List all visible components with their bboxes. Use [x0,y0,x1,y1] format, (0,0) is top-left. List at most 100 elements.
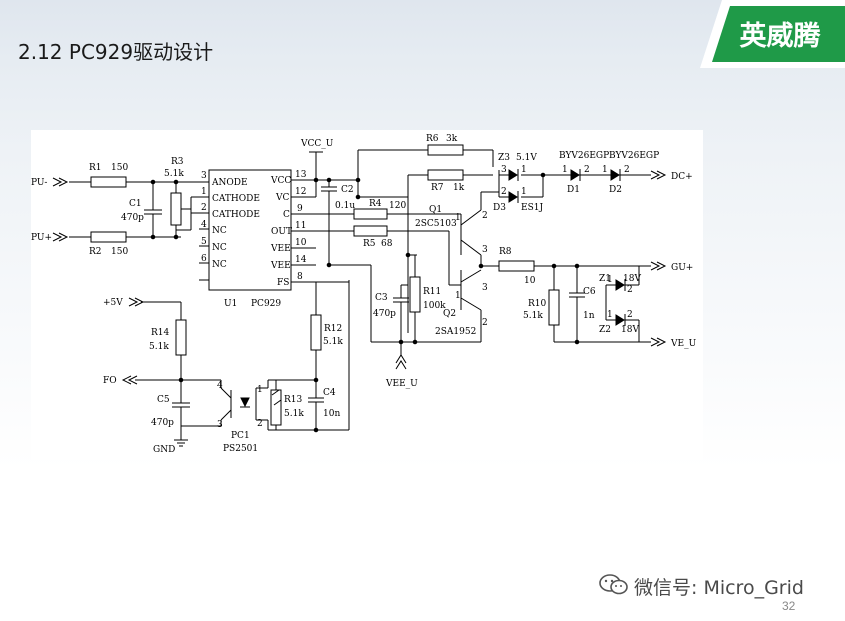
value-r2: 150 [111,247,128,257]
ic-pin-name: VEE [270,261,291,271]
label-c1: C1 [129,199,142,209]
pin-number: 1 [257,385,263,395]
part-q1: 2SC5103 [415,219,457,229]
pin-number: 1 [602,165,608,175]
label-c6: C6 [583,287,596,297]
part-pc1: PS2501 [223,444,258,454]
value-c4: 10n [323,409,340,419]
pin-number: 1 [562,165,568,175]
ic-pin-number: 11 [295,221,306,231]
ic-u1-name: U1 [224,299,237,309]
part-d2: BYV26EGP [609,151,659,161]
label-pc1: PC1 [231,431,250,441]
label-c3: C3 [375,293,388,303]
label-z1: Z1 [599,274,611,284]
circuit-schematic: PU- PU+ VCC_U VEE_U +5V FO GND DC+ GU+ V… [31,130,703,460]
pin-number: 1 [521,165,527,175]
pin-number: 3 [217,420,223,430]
value-r3: 5.1k [164,169,184,179]
label-z3: Z3 [498,153,510,163]
ic-pin-number: 6 [201,254,207,264]
net-gnd: GND [153,445,175,455]
net-pu-minus: PU- [31,178,47,188]
ic-pin-name: VC [275,193,289,203]
ic-pin-name: OUT [271,227,292,237]
value-c2: 0.1u [335,201,355,211]
label-q1: Q1 [429,205,442,215]
value-r4: 120 [389,201,406,211]
ic-pin-number: 2 [201,203,207,213]
pin-number: 4 [217,381,223,391]
ic-pin-number: 4 [201,220,207,230]
slide-number: 32 [782,599,796,613]
pin-number: 1 [521,187,527,197]
ic-pin-name: FS [277,278,289,288]
pin-number: 1 [607,310,613,320]
value-z1: 18V [623,274,641,284]
net-fo: FO [103,376,117,386]
label-r5: R5 [363,239,376,249]
label-r8: R8 [499,247,512,257]
wechat-watermark: 微信号: Micro_Grid [598,572,828,599]
pin-number: 1 [607,275,613,285]
ic-pin-number: 3 [201,171,207,181]
value-r12: 5.1k [323,337,343,347]
brand-logo: 英威腾 [700,0,845,68]
pin-number: 3 [501,165,507,175]
net-dc-plus: DC+ [671,172,693,182]
value-d3: ES1J [521,203,543,213]
value-r7: 1k [453,183,465,193]
label-c2: C2 [341,185,354,195]
pin-number: 2 [627,285,633,295]
ic-pin-name: NC [212,226,227,236]
pin-number: 1 [455,291,461,301]
ic-pin-name: C [283,210,290,220]
value-c1: 470p [121,213,144,223]
ic-pin-name: CATHODE [212,210,260,220]
pin-number: 3 [482,245,488,255]
value-r10: 5.1k [523,311,543,321]
net-vcc-u: VCC_U [300,139,334,149]
net-gu-plus: GU+ [671,263,693,273]
label-d3: D3 [493,203,506,213]
value-r8: 10 [524,276,536,286]
ic-pin-number: 5 [201,237,207,247]
label-z2: Z2 [599,325,611,335]
value-c5: 470p [151,418,174,428]
ic-pin-name: ANODE [211,178,248,188]
net-plus5v: +5V [103,298,123,308]
value-r5: 68 [381,239,393,249]
pin-number: 3 [482,283,488,293]
label-r2: R2 [89,247,102,257]
label-r1: R1 [89,163,102,173]
label-r7: R7 [431,183,444,193]
label-r4: R4 [369,199,382,209]
ic-pin-number: 9 [297,204,303,214]
net-pu-plus: PU+ [31,233,52,243]
pin-number: 2 [482,318,488,328]
value-r6: 3k [446,134,458,144]
ic-pin-number: 12 [295,187,306,197]
pin-number: 2 [584,165,590,175]
slide-title: 2.12 PC929驱动设计 [18,40,214,64]
net-vee-u: VEE_U [385,379,418,389]
pin-number: 2 [501,187,507,197]
value-c3: 470p [373,309,396,319]
pin-number: 2 [624,165,630,175]
label-c5: C5 [157,395,170,405]
value-z2: 18V [621,325,639,335]
pin-number: 1 [455,213,461,223]
value-r13: 5.1k [284,409,304,419]
label-r11: R11 [423,287,441,297]
value-r14: 5.1k [149,342,169,352]
label-r3: R3 [171,157,184,167]
part-d1: BYV26EGP [559,151,609,161]
label-d2: D2 [609,185,622,195]
label-r14: R14 [151,328,170,338]
label-r10: R10 [528,299,547,309]
ic-pin-number: 8 [297,272,303,282]
ic-pin-name: VEE [270,244,291,254]
label-r12: R12 [324,324,342,334]
label-r13: R13 [284,395,303,405]
value-r1: 150 [111,163,128,173]
